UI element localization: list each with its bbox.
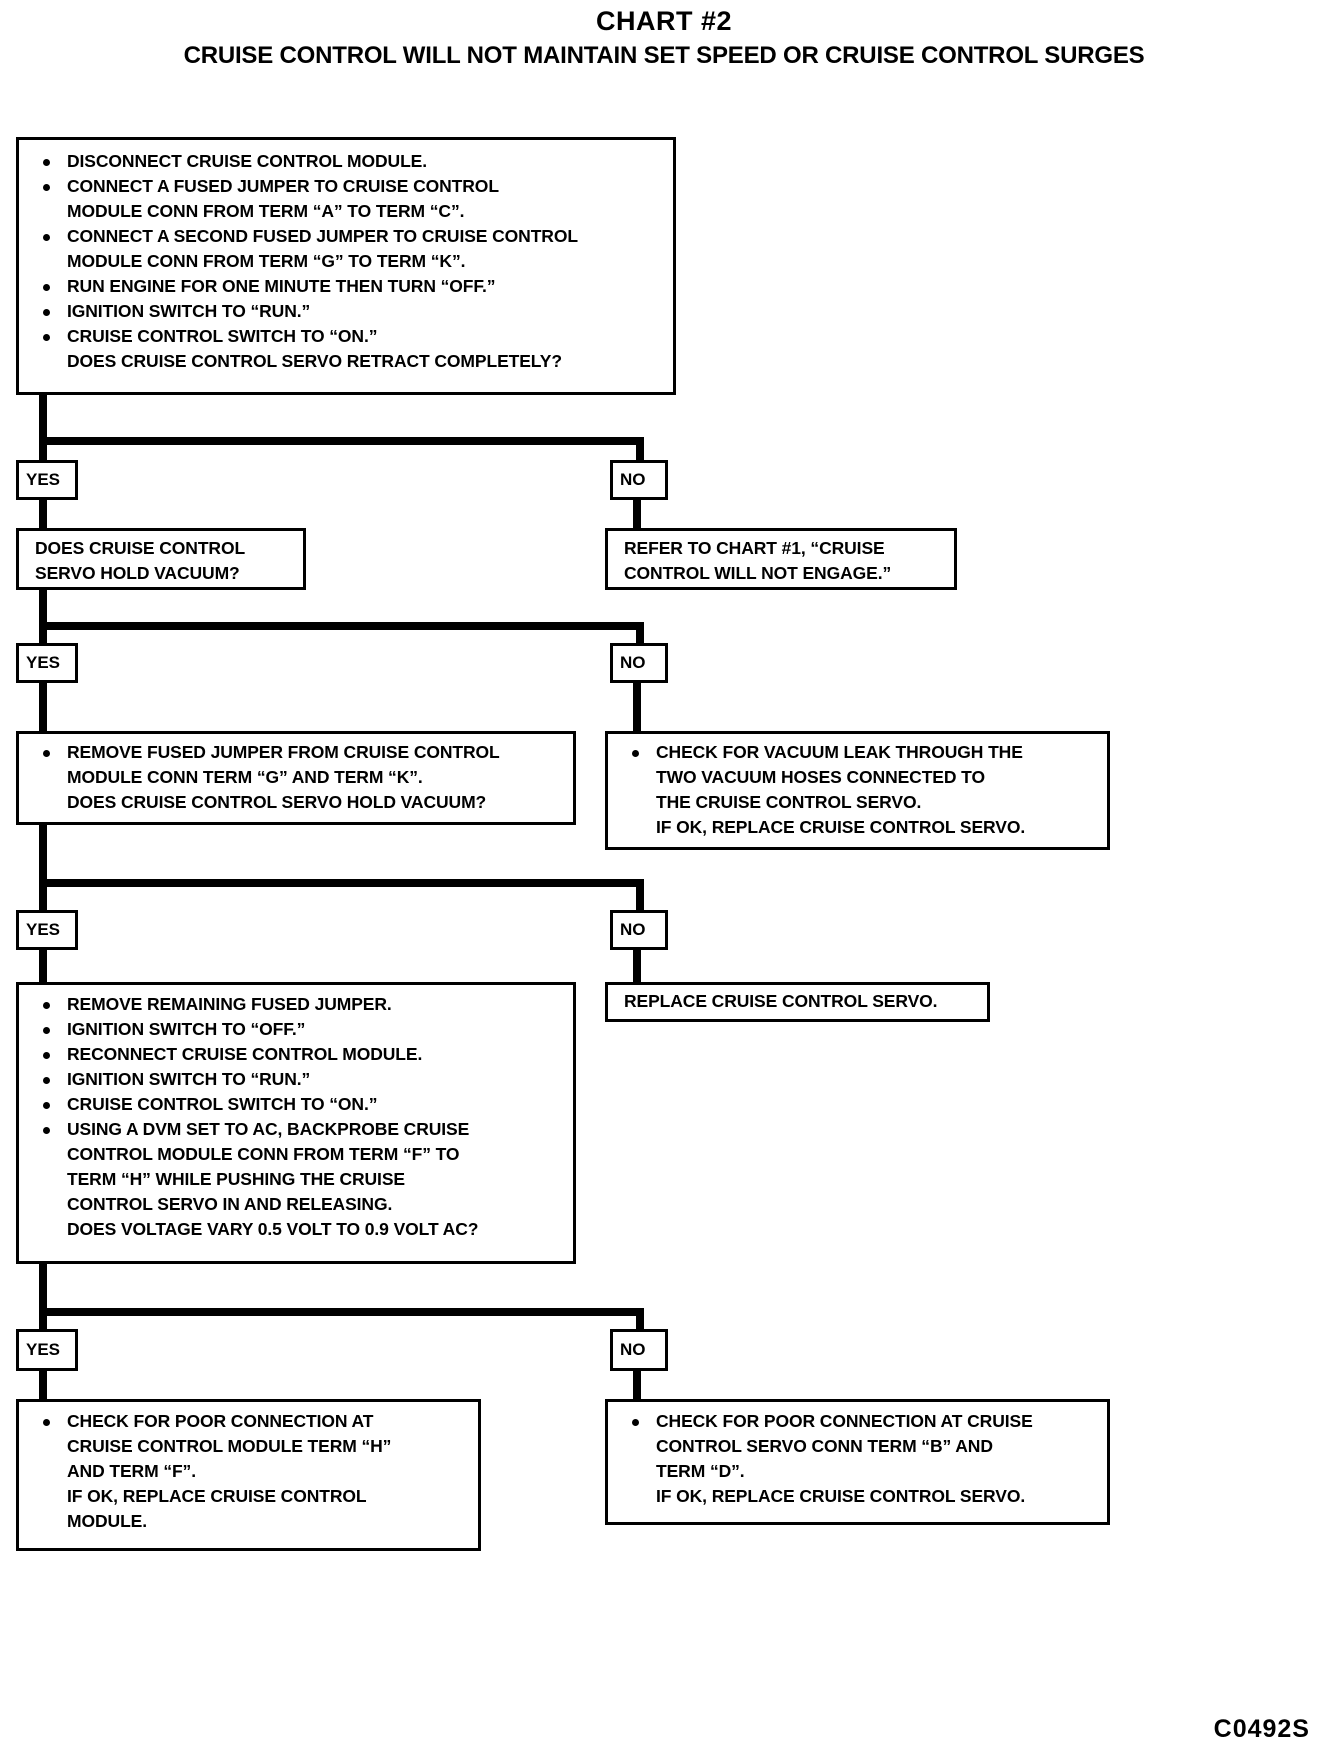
branch-label-no-4: NO bbox=[610, 1329, 668, 1371]
connector-yes3-down bbox=[39, 950, 47, 984]
page-subtitle: CRUISE CONTROL WILL NOT MAINTAIN SET SPE… bbox=[183, 42, 1145, 69]
node-step3-yes: REMOVE FUSED JUMPER FROM CRUISE CONTROL … bbox=[16, 731, 576, 825]
node-line: IF OK, REPLACE CRUISE CONTROL SERVO. bbox=[656, 817, 1026, 837]
node-line: IGNITION SWITCH TO “OFF.” bbox=[29, 1017, 565, 1042]
node-step2-yes: DOES CRUISE CONTROL SERVO HOLD VACUUM? bbox=[16, 528, 306, 590]
node-step1: DISCONNECT CRUISE CONTROL MODULE. CONNEC… bbox=[16, 137, 676, 395]
node-line: CRUISE CONTROL SWITCH TO “ON.” bbox=[29, 324, 665, 349]
branch-label-text: YES bbox=[26, 920, 61, 939]
node-line: TWO VACUUM HOSES CONNECTED TO bbox=[656, 767, 985, 787]
branch-label-text: NO bbox=[620, 920, 646, 939]
connector-step2-bus bbox=[39, 622, 644, 630]
node-line: USING A DVM SET TO AC, BACKPROBE CRUISE bbox=[29, 1117, 565, 1142]
node-line: SERVO HOLD VACUUM? bbox=[35, 563, 240, 583]
branch-label-no-2: NO bbox=[610, 643, 668, 683]
branch-label-yes-3: YES bbox=[16, 910, 78, 950]
connector-step1-yes-drop bbox=[39, 437, 47, 462]
node-line: IGNITION SWITCH TO “RUN.” bbox=[29, 1067, 565, 1092]
branch-label-yes-4: YES bbox=[16, 1329, 78, 1371]
node-line: CONTROL SERVO IN AND RELEASING. bbox=[67, 1194, 393, 1214]
diagram-code: C0492S bbox=[1213, 1715, 1310, 1743]
branch-label-text: NO bbox=[620, 470, 646, 489]
node-line: CRUISE CONTROL MODULE TERM “H” bbox=[67, 1436, 392, 1456]
connector-step4-stem bbox=[39, 1264, 47, 1316]
node-line: REFER TO CHART #1, “CRUISE bbox=[624, 538, 885, 558]
node-line: AND TERM “F”. bbox=[67, 1461, 196, 1481]
node-line: CONTROL MODULE CONN FROM TERM “F” TO bbox=[67, 1144, 460, 1164]
connector-step1-stem bbox=[39, 395, 47, 445]
connector-step3-bus bbox=[39, 879, 644, 887]
node-line: IGNITION SWITCH TO “RUN.” bbox=[29, 299, 665, 324]
node-line: DOES CRUISE CONTROL SERVO HOLD VACUUM? bbox=[67, 792, 487, 812]
node-line: RUN ENGINE FOR ONE MINUTE THEN TURN “OFF… bbox=[29, 274, 665, 299]
connector-step2-yes-drop bbox=[39, 622, 47, 644]
node-line: REMOVE REMAINING FUSED JUMPER. bbox=[29, 992, 565, 1017]
node-step5-yes: CHECK FOR POOR CONNECTION AT CRUISE CONT… bbox=[16, 1399, 481, 1551]
node-line: MODULE CONN TERM “G” AND TERM “K”. bbox=[67, 767, 423, 787]
node-step3-no: CHECK FOR VACUUM LEAK THROUGH THE TWO VA… bbox=[605, 731, 1110, 850]
connector-step4-yes-drop bbox=[39, 1308, 47, 1330]
node-line: DOES CRUISE CONTROL bbox=[35, 538, 246, 558]
node-line: MODULE CONN FROM TERM “G” TO TERM “K”. bbox=[67, 251, 466, 271]
branch-label-yes-2: YES bbox=[16, 643, 78, 683]
node-line: CHECK FOR POOR CONNECTION AT CRUISE bbox=[618, 1409, 1099, 1434]
node-line: CONTROL WILL NOT ENGAGE.” bbox=[624, 563, 892, 583]
node-line: IF OK, REPLACE CRUISE CONTROL SERVO. bbox=[656, 1486, 1026, 1506]
node-line: THE CRUISE CONTROL SERVO. bbox=[656, 792, 922, 812]
branch-label-text: NO bbox=[620, 1340, 646, 1359]
node-line: MODULE CONN FROM TERM “A” TO TERM “C”. bbox=[67, 201, 465, 221]
node-line: DOES CRUISE CONTROL SERVO RETRACT COMPLE… bbox=[67, 351, 562, 371]
node-line: DOES VOLTAGE VARY 0.5 VOLT TO 0.9 VOLT A… bbox=[67, 1219, 479, 1239]
node-step5-no: CHECK FOR POOR CONNECTION AT CRUISE CONT… bbox=[605, 1399, 1110, 1525]
connector-no2-down bbox=[633, 683, 641, 733]
node-line: CONNECT A SECOND FUSED JUMPER TO CRUISE … bbox=[29, 224, 665, 249]
branch-label-yes-1: YES bbox=[16, 460, 78, 500]
branch-label-text: YES bbox=[26, 1340, 61, 1359]
branch-label-no-3: NO bbox=[610, 910, 668, 950]
node-line: DISCONNECT CRUISE CONTROL MODULE. bbox=[29, 149, 665, 174]
connector-step4-no-drop bbox=[636, 1308, 644, 1330]
connector-no1-down bbox=[633, 500, 641, 530]
node-line: CRUISE CONTROL SWITCH TO “ON.” bbox=[29, 1092, 565, 1117]
connector-step3-stem bbox=[39, 825, 47, 887]
connector-step3-no-drop bbox=[636, 879, 644, 911]
connector-step2-stem bbox=[39, 590, 47, 630]
node-step2-no: REFER TO CHART #1, “CRUISE CONTROL WILL … bbox=[605, 528, 957, 590]
branch-label-text: YES bbox=[26, 470, 61, 489]
connector-step1-bus bbox=[39, 437, 644, 445]
node-line: IF OK, REPLACE CRUISE CONTROL bbox=[67, 1486, 367, 1506]
branch-label-text: NO bbox=[620, 653, 646, 672]
node-line: CHECK FOR VACUUM LEAK THROUGH THE bbox=[618, 740, 1099, 765]
node-line: CONNECT A FUSED JUMPER TO CRUISE CONTROL bbox=[29, 174, 665, 199]
connector-step2-no-drop bbox=[636, 622, 644, 644]
connector-step1-no-drop bbox=[636, 437, 644, 462]
connector-step3-yes-drop bbox=[39, 879, 47, 911]
branch-label-no-1: NO bbox=[610, 460, 668, 500]
node-step4-yes: REMOVE REMAINING FUSED JUMPER. IGNITION … bbox=[16, 982, 576, 1264]
connector-no3-down bbox=[633, 950, 641, 984]
page-title: CHART #2 bbox=[595, 6, 733, 36]
node-line: RECONNECT CRUISE CONTROL MODULE. bbox=[29, 1042, 565, 1067]
connector-yes4-down bbox=[39, 1371, 47, 1401]
node-line: TERM “D”. bbox=[656, 1461, 745, 1481]
node-line: MODULE. bbox=[67, 1511, 147, 1531]
connector-yes1-down bbox=[39, 500, 47, 530]
connector-yes2-down bbox=[39, 683, 47, 733]
node-line: REMOVE FUSED JUMPER FROM CRUISE CONTROL bbox=[29, 740, 565, 765]
node-line: REPLACE CRUISE CONTROL SERVO. bbox=[624, 991, 938, 1011]
node-line: CONTROL SERVO CONN TERM “B” AND bbox=[656, 1436, 993, 1456]
node-line: CHECK FOR POOR CONNECTION AT bbox=[29, 1409, 470, 1434]
connector-no4-down bbox=[633, 1371, 641, 1401]
node-line: TERM “H” WHILE PUSHING THE CRUISE bbox=[67, 1169, 405, 1189]
node-step4-no: REPLACE CRUISE CONTROL SERVO. bbox=[605, 982, 990, 1022]
branch-label-text: YES bbox=[26, 653, 61, 672]
connector-step4-bus bbox=[39, 1308, 644, 1316]
